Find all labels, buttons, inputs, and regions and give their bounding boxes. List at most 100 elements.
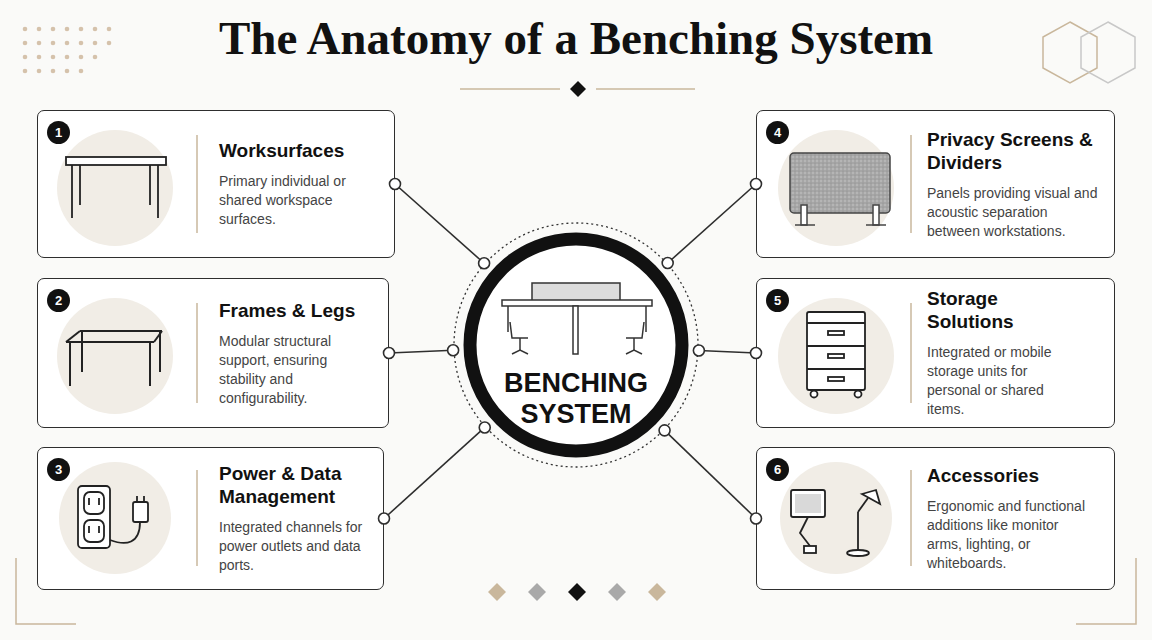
callout-number: 6 — [774, 462, 781, 477]
title-rule — [460, 81, 695, 97]
hub-circle — [454, 223, 698, 467]
text-column: Frames & LegsModular structural support,… — [219, 279, 364, 427]
connector-group — [693, 345, 761, 359]
box-heading: Accessories — [927, 464, 1097, 487]
bottom-diamonds — [608, 583, 626, 601]
callout-number: 3 — [55, 462, 62, 477]
connector-line — [384, 427, 485, 518]
dot-grid — [23, 27, 28, 32]
component-box: Frames & LegsModular structural support,… — [37, 278, 389, 428]
dot-grid — [65, 69, 70, 74]
component-box: Storage SolutionsIntegrated or mobile st… — [756, 278, 1115, 428]
box-description: Panels providing visual and acoustic sep… — [927, 184, 1099, 241]
connector-group — [384, 345, 459, 359]
dot-grid — [65, 27, 70, 32]
number-badge: 5 — [766, 289, 789, 312]
dot-grid — [51, 55, 56, 60]
connector-dot — [662, 257, 673, 268]
dot-grid — [51, 41, 56, 46]
connector-dot — [479, 422, 490, 433]
dot-grid — [107, 41, 112, 46]
dot-grid — [51, 69, 56, 74]
box-heading: Worksurfaces — [219, 139, 371, 162]
hub-node: BENCHING SYSTEM — [453, 222, 699, 468]
component-box: Privacy Screens & DividersPanels providi… — [756, 110, 1115, 258]
dot-grid — [51, 27, 56, 32]
component-box: WorksurfacesPrimary individual or shared… — [37, 110, 395, 258]
dot-grid — [79, 41, 84, 46]
number-badge: 3 — [47, 458, 70, 481]
connector-group — [659, 425, 761, 524]
box-description: Modular structural support, ensuring sta… — [219, 332, 364, 408]
bottom-diamonds — [488, 583, 666, 601]
box-description: Primary individual or shared workspace s… — [219, 172, 371, 229]
diagram-title: The Anatomy of a Benching System — [0, 8, 1152, 68]
box-description: Ergonomic and functional additions like … — [927, 497, 1097, 573]
connector-dot — [693, 345, 704, 356]
text-column: Privacy Screens & DividersPanels providi… — [927, 111, 1099, 257]
text-column: WorksurfacesPrimary individual or shared… — [219, 111, 371, 257]
connector-dot — [659, 425, 670, 436]
connector-line — [389, 350, 453, 353]
connector-group — [379, 422, 491, 524]
title-rule — [460, 88, 560, 90]
text-column: Power & Data ManagementIntegrated channe… — [219, 448, 369, 589]
box-heading: Power & Data Management — [219, 462, 369, 508]
number-badge: 6 — [766, 458, 789, 481]
dot-grid — [37, 27, 42, 32]
callout-number: 1 — [55, 125, 62, 140]
bottom-diamonds — [528, 583, 546, 601]
bottom-diamonds — [488, 583, 506, 601]
box-heading: Storage Solutions — [927, 287, 1077, 333]
connector-group — [662, 179, 761, 269]
dot-grid — [23, 27, 112, 74]
dot-grid — [79, 55, 84, 60]
number-badge: 4 — [766, 121, 789, 144]
dot-grid — [65, 55, 70, 60]
dot-grid — [93, 27, 98, 32]
dot-grid — [79, 27, 84, 32]
hub-label: BENCHING SYSTEM — [491, 368, 661, 430]
component-box: Power & Data ManagementIntegrated channe… — [37, 447, 384, 590]
connector-line — [668, 184, 756, 263]
connector-dot — [479, 258, 490, 269]
hexagon-decor — [1043, 22, 1135, 83]
component-box: AccessoriesErgonomic and functional addi… — [756, 447, 1115, 590]
dot-grid — [37, 55, 42, 60]
dot-grid — [93, 41, 98, 46]
text-column: AccessoriesErgonomic and functional addi… — [927, 448, 1097, 589]
hexagon-decor — [1081, 22, 1135, 83]
box-heading: Privacy Screens & Dividers — [927, 128, 1099, 174]
dot-grid — [107, 27, 112, 32]
dot-grid — [93, 55, 98, 60]
connector-line — [665, 430, 756, 518]
hub-circle — [470, 239, 682, 451]
title-rule — [570, 81, 586, 97]
text-column: Storage SolutionsIntegrated or mobile st… — [927, 279, 1077, 427]
connector-line — [395, 184, 484, 263]
dot-grid — [79, 69, 84, 74]
dot-grid — [23, 41, 28, 46]
title-rule — [596, 88, 695, 90]
bottom-diamonds — [648, 583, 666, 601]
box-description: Integrated channels for power outlets an… — [219, 518, 369, 575]
box-heading: Frames & Legs — [219, 299, 364, 322]
number-badge: 2 — [47, 289, 70, 312]
connector-group — [390, 179, 490, 269]
dot-grid — [37, 69, 42, 74]
hexagon-decor — [1043, 22, 1097, 83]
dot-grid — [65, 41, 70, 46]
dot-grid — [23, 55, 28, 60]
box-description: Integrated or mobile storage units for p… — [927, 343, 1077, 419]
callout-number: 5 — [774, 293, 781, 308]
hub-circle — [453, 222, 699, 468]
dot-grid — [37, 41, 42, 46]
connector-dot — [448, 345, 459, 356]
connector-line — [699, 350, 756, 353]
number-badge: 1 — [47, 121, 70, 144]
bottom-diamonds — [568, 583, 586, 601]
dot-grid — [23, 69, 28, 74]
callout-number: 2 — [55, 293, 62, 308]
callout-number: 4 — [774, 125, 781, 140]
